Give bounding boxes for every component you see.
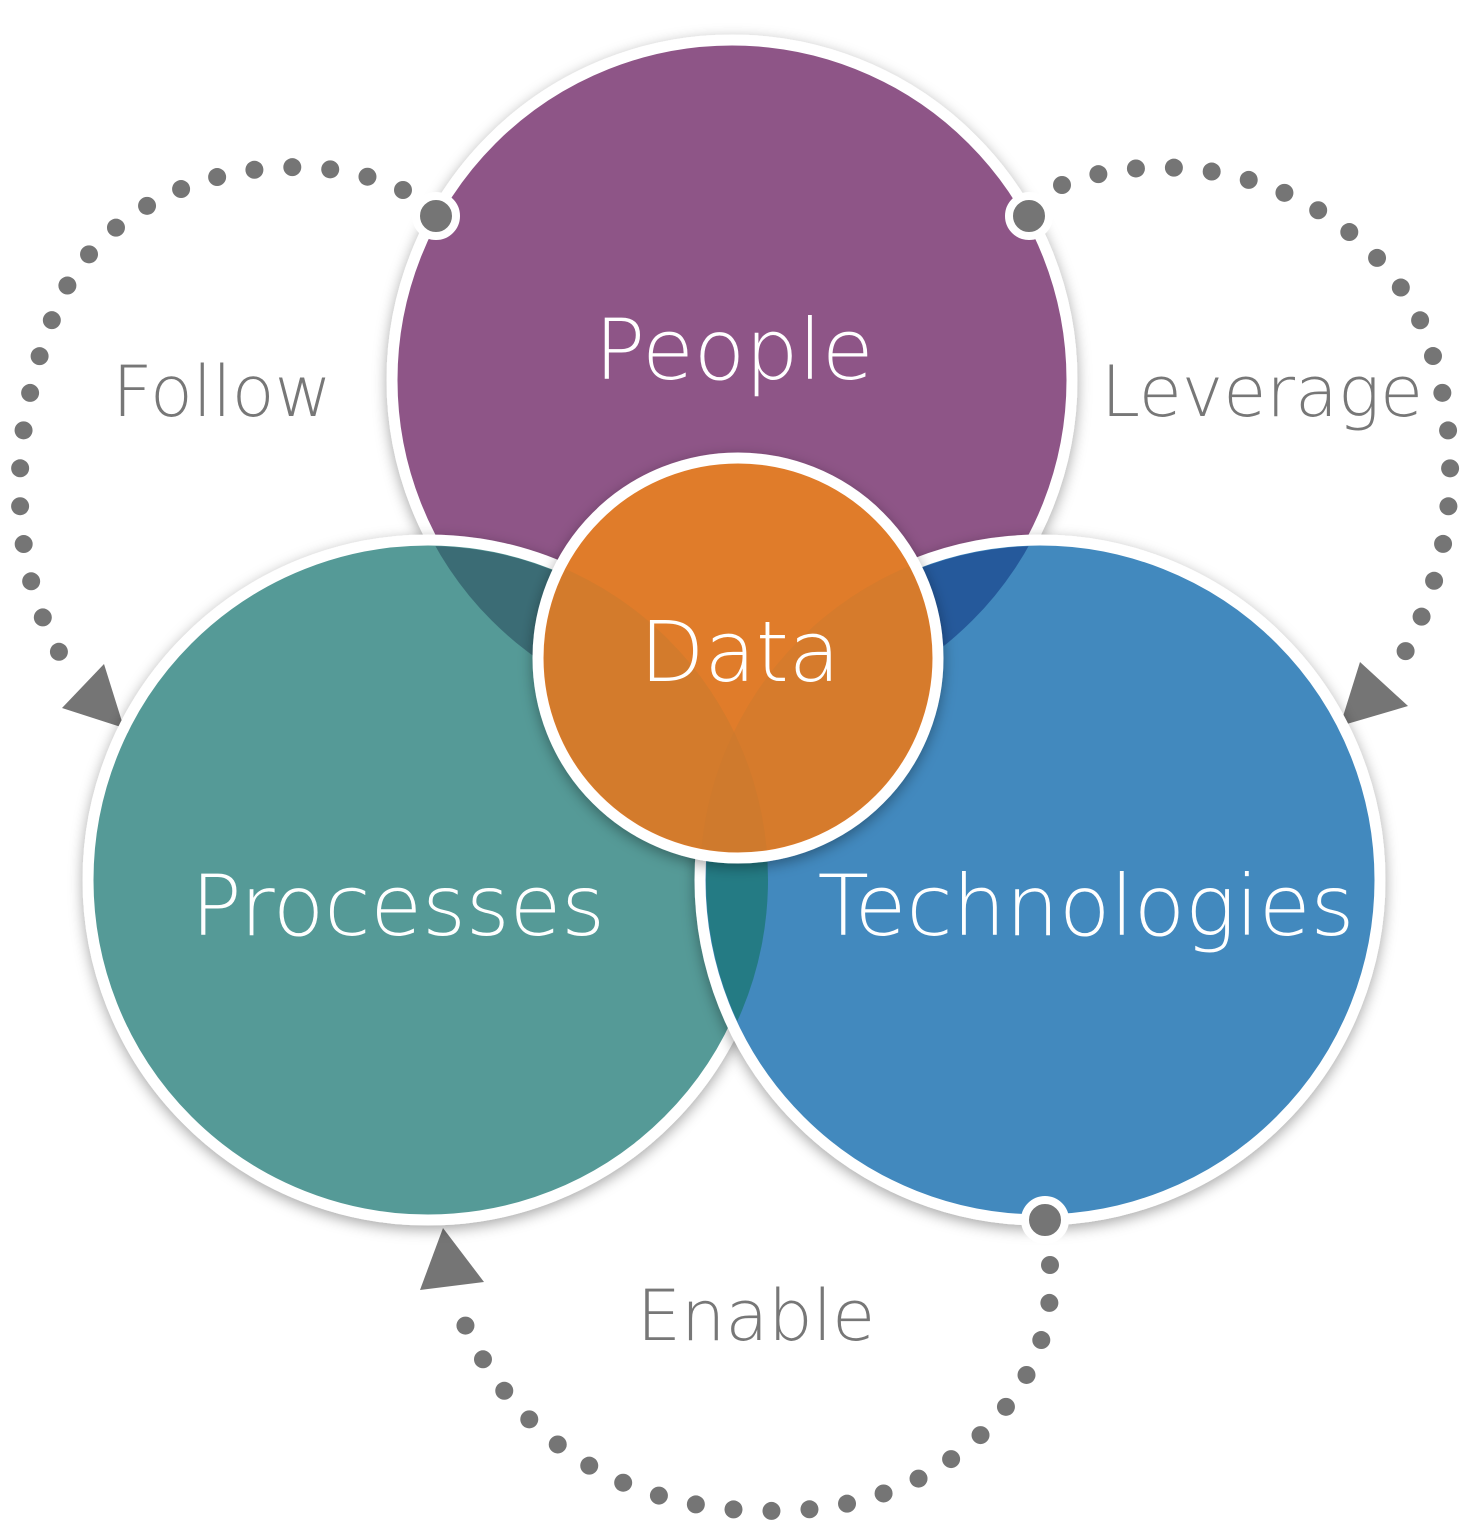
enable-arrowhead-icon	[420, 1228, 484, 1290]
technologies-label: Technologies	[818, 857, 1355, 955]
people-label: People	[594, 301, 873, 399]
leverage-label: Leverage	[1101, 351, 1423, 433]
enable-connector	[446, 1256, 1060, 1520]
people-right-anchor-dot	[1005, 192, 1053, 240]
people-left-anchor-dot	[412, 192, 460, 240]
processes-label: Processes	[191, 857, 605, 955]
leverage-arrowhead-icon	[1340, 662, 1408, 726]
technologies-bottom-anchor-dot	[1021, 1196, 1069, 1244]
enable-label: Enable	[637, 1275, 875, 1357]
leverage-connector	[1053, 158, 1460, 679]
follow-arrowhead-icon	[62, 664, 124, 728]
follow-connector	[10, 158, 412, 679]
data-label: Data	[640, 603, 841, 701]
follow-label: Follow	[112, 351, 332, 433]
